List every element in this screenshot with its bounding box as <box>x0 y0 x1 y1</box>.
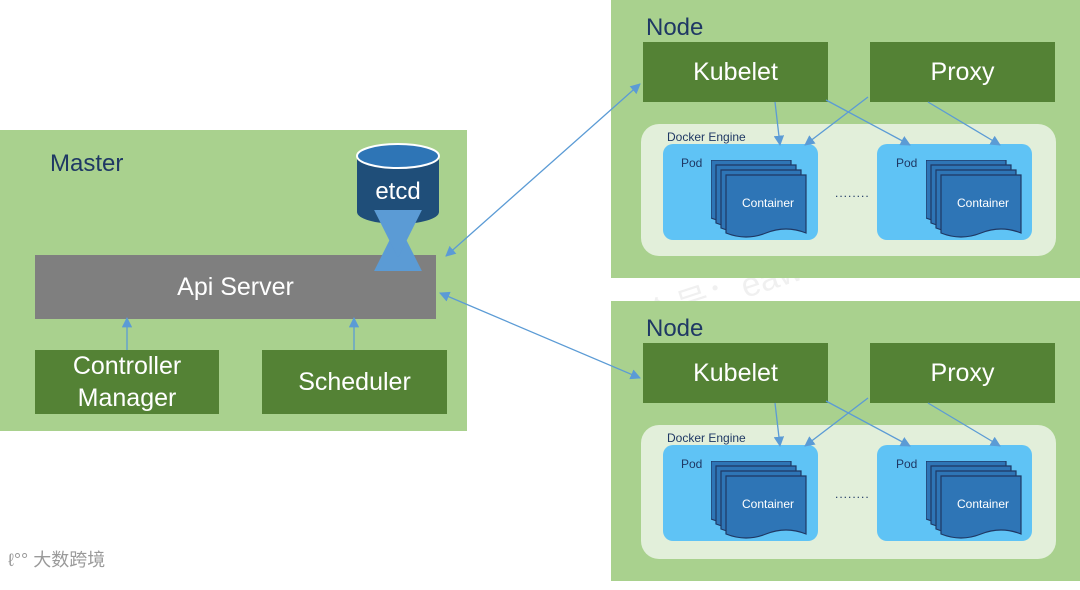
container-stack <box>711 160 807 238</box>
kubelet-box: Kubelet <box>643 343 828 403</box>
api-to-node2-kubelet-arrow <box>439 291 641 380</box>
kubelet-to-pod-arrow <box>773 402 785 448</box>
pod-label: Pod <box>681 457 703 471</box>
pod-label: Pod <box>896 156 918 170</box>
etcd-database-icon <box>356 143 440 224</box>
etcd-label: etcd <box>375 178 421 205</box>
container-stack <box>926 461 1022 539</box>
kubelet-to-pod-arrow <box>825 400 911 447</box>
controller-manager-box: Controller Manager <box>35 350 219 414</box>
api-to-node1-kubelet-arrow <box>445 83 641 257</box>
container-stack <box>711 461 807 539</box>
footer-text: 大数跨境 <box>33 550 106 570</box>
container-label: Container <box>741 196 795 210</box>
container-sheet <box>725 475 807 539</box>
proxy-box: Proxy <box>870 42 1055 102</box>
container-sheet <box>940 174 1022 238</box>
node-title: Node <box>646 14 704 41</box>
container-stack <box>926 160 1022 238</box>
more-pods-ellipsis: ........ <box>835 186 870 200</box>
container-label: Container <box>956 497 1010 511</box>
master-title: Master <box>50 150 124 177</box>
logo-icon: ℓ°° <box>8 550 29 570</box>
container-label: Container <box>741 497 795 511</box>
container-sheet <box>940 475 1022 539</box>
proxy-to-pod-arrow <box>804 397 869 447</box>
container-sheet <box>725 174 807 238</box>
pod-label: Pod <box>896 457 918 471</box>
more-pods-ellipsis: ........ <box>835 487 870 501</box>
footer-logo: ℓ°° 大数跨境 <box>8 546 105 572</box>
api-server-box: Api Server <box>35 255 436 319</box>
container-label: Container <box>956 196 1010 210</box>
pod-label: Pod <box>681 156 703 170</box>
proxy-box: Proxy <box>870 343 1055 403</box>
kubelet-box: Kubelet <box>643 42 828 102</box>
docker-engine-label: Docker Engine <box>667 431 746 445</box>
proxy-to-pod-arrow <box>927 402 1001 447</box>
scheduler-box: Scheduler <box>262 350 447 414</box>
proxy-to-pod-arrow <box>927 101 1001 146</box>
kubelet-to-pod-arrow <box>773 101 785 147</box>
kubelet-to-pod-arrow <box>825 99 911 146</box>
docker-engine-label: Docker Engine <box>667 130 746 144</box>
proxy-to-pod-arrow <box>804 96 869 146</box>
node-title: Node <box>646 315 704 342</box>
